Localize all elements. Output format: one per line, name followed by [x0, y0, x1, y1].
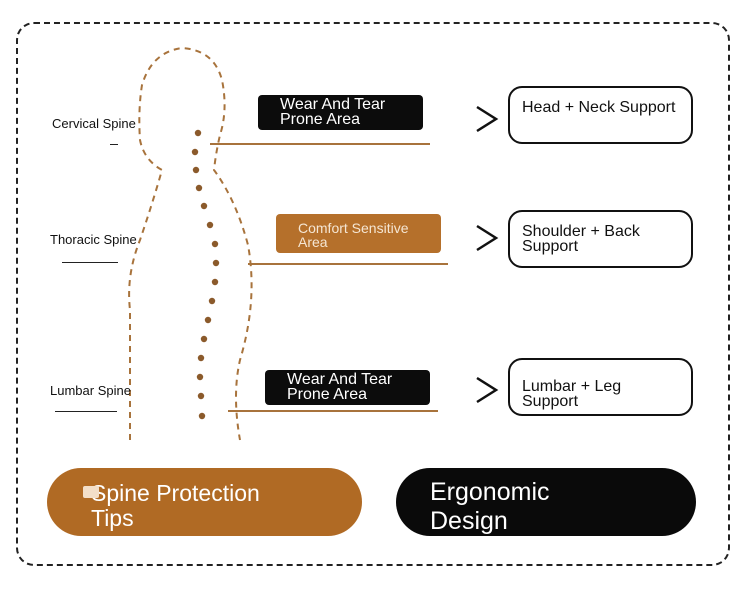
spine-protection-tips-label: Spine Protection Tips: [91, 480, 260, 531]
vertebra-dot: [197, 392, 205, 400]
chevron-right-icon: [476, 105, 499, 133]
diagram-frame: [16, 22, 730, 566]
chevron-right-icon: [476, 224, 499, 252]
shoulder-back-support-box: Shoulder + Back Support: [508, 210, 693, 268]
vertebra-dot: [197, 354, 205, 362]
lumbar-pointer-line: [228, 410, 438, 412]
spine-protection-tips-button[interactable]: Spine Protection Tips: [47, 468, 362, 536]
lumbar-tick: [55, 411, 117, 412]
vertebra-dot: [198, 412, 206, 420]
vertebra-dot: [191, 148, 199, 156]
vertebra-dot: [211, 278, 219, 286]
cervical-tick: [110, 144, 118, 145]
cervical-spine-label: Cervical Spine: [52, 116, 136, 131]
vertebra-dot: [212, 259, 220, 267]
thoracic-pointer-line: [248, 263, 448, 265]
vertebra-dot: [192, 166, 200, 174]
vertebra-dot: [200, 202, 208, 210]
chevron-right-icon: [476, 376, 499, 404]
lumbar-leg-support-box: Lumbar + Leg Support: [508, 358, 693, 416]
lumbar-spine-label: Lumbar Spine: [50, 383, 131, 398]
vertebra-dot: [206, 221, 214, 229]
vertebra-dot: [204, 316, 212, 324]
wear-tear-tag-bottom: Wear And Tear Prone Area: [265, 370, 430, 405]
vertebra-dot: [208, 297, 216, 305]
vertebra-dot: [196, 373, 204, 381]
thoracic-tick: [62, 262, 118, 263]
vertebra-dot: [200, 335, 208, 343]
vertebra-dot: [195, 184, 203, 192]
thoracic-spine-label: Thoracic Spine: [50, 232, 137, 247]
head-neck-support-box: Head + Neck Support: [508, 86, 693, 144]
ergonomic-design-label: Ergonomic Design: [430, 478, 550, 535]
vertebra-dot: [194, 129, 202, 137]
wear-tear-tag-top: Wear And Tear Prone Area: [258, 95, 423, 130]
vertebra-dot: [211, 240, 219, 248]
comfort-sensitive-tag: Comfort Sensitive Area: [276, 214, 441, 253]
cervical-pointer-line: [210, 143, 430, 145]
ergonomic-design-button[interactable]: Ergonomic Design: [396, 468, 696, 536]
shield-icon: [83, 486, 99, 498]
